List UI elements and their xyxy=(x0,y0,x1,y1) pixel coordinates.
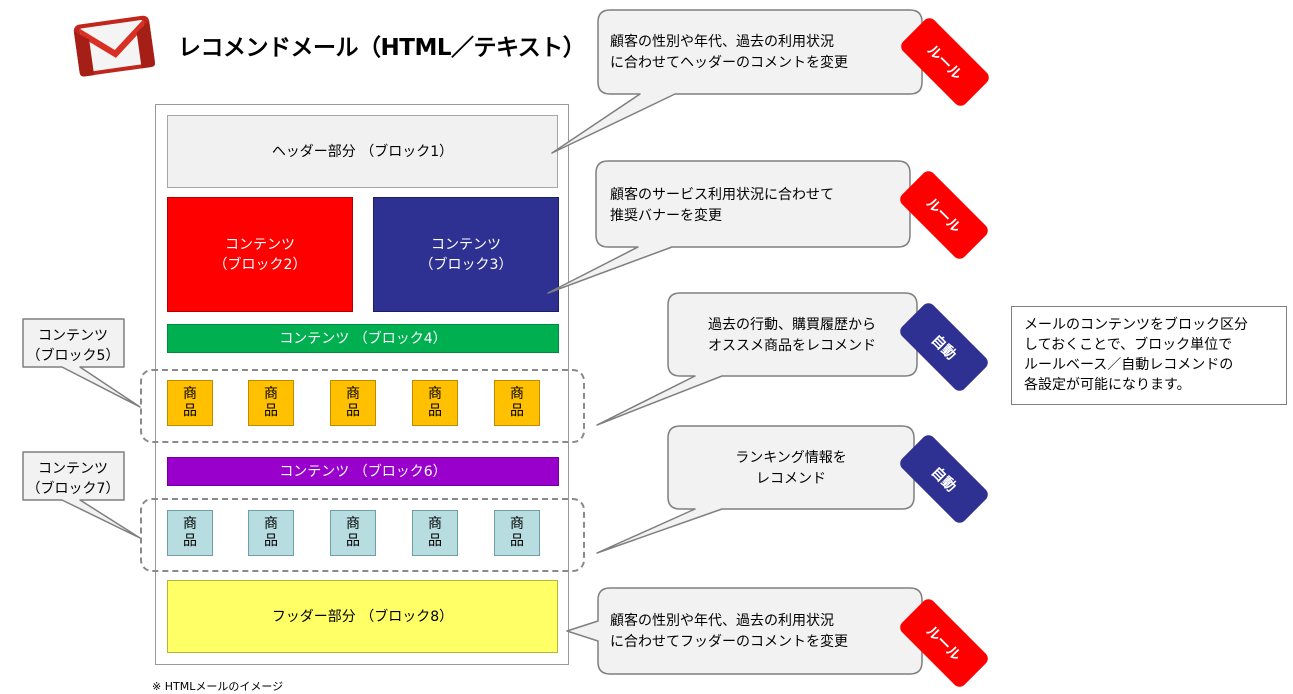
content-block-4: コンテンツ （ブロック4） xyxy=(167,324,559,353)
block5-group xyxy=(140,369,585,443)
product-item: 商品 xyxy=(412,510,458,556)
callout-block5 xyxy=(22,318,141,408)
speech-bubble-ranking xyxy=(596,425,915,554)
bubble-header-line2: に合わせてヘッダーのコメントを変更 xyxy=(610,54,848,71)
callout-block7-line2: （ブロック7） xyxy=(27,480,120,497)
product-item: 商品 xyxy=(330,510,376,556)
callout-block5-line1: コンテンツ xyxy=(38,328,108,344)
product-item: 商品 xyxy=(167,510,213,556)
block7-group xyxy=(140,498,585,572)
gmail-icon xyxy=(73,15,156,77)
bubble-ranking-line2: レコメンド xyxy=(756,471,826,487)
bubble-products-line1: 過去の行動、購買履歴から xyxy=(708,317,876,333)
block3-label-line1: コンテンツ xyxy=(430,236,501,253)
product-item: 商品 xyxy=(167,380,213,426)
product-item: 商品 xyxy=(248,510,294,556)
product-item: 商品 xyxy=(248,380,294,426)
auto-tag: 自動 xyxy=(900,303,988,391)
rule-tag: ルール xyxy=(900,599,988,687)
footnote: ※ HTMLメールのイメージ xyxy=(152,680,284,693)
page-title: レコメンドメール（HTML／テキスト） xyxy=(178,35,586,61)
bubble-banner-line2: 推奨バナーを変更 xyxy=(610,207,722,224)
note-box: メールのコンテンツをブロック区分 しておくことで、ブロック単位で ルールベース／… xyxy=(1011,306,1287,405)
callout-block7 xyxy=(22,451,141,539)
rule-tag: ルール xyxy=(901,18,989,106)
footer-block: フッダー部分 （ブロック8） xyxy=(167,580,558,653)
speech-bubble-banner xyxy=(547,160,911,294)
block2-label-line1: コンテンツ xyxy=(224,236,295,253)
bubble-footer-line1: 顧客の性別や年代、過去の利用状況 xyxy=(610,612,834,629)
block3-label-line2: （ブロック3） xyxy=(419,256,513,273)
bubble-banner-line1: 顧客のサービス利用状況に合わせて xyxy=(610,186,834,203)
speech-bubble-header xyxy=(551,9,923,154)
product-item: 商品 xyxy=(494,510,540,556)
header-block: ヘッダー部分 （ブロック1） xyxy=(167,115,558,188)
callout-block7-line1: コンテンツ xyxy=(38,461,108,477)
note-line1: メールのコンテンツをブロック区分 xyxy=(1024,317,1248,333)
speech-bubble-footer xyxy=(566,587,923,675)
rule-tag: ルール xyxy=(900,171,988,259)
block2-label-line2: （ブロック2） xyxy=(213,256,307,273)
note-line4: 各設定が可能になります。 xyxy=(1024,377,1191,393)
bubble-products-line2: オススメ商品をレコメンド xyxy=(708,338,876,354)
product-item: 商品 xyxy=(494,380,540,426)
callout-block5-line2: （ブロック5） xyxy=(27,347,120,364)
product-item: 商品 xyxy=(330,380,376,426)
bubble-footer-line2: に合わせてフッダーのコメントを変更 xyxy=(610,633,848,650)
note-line2: しておくことで、ブロック単位で xyxy=(1024,337,1233,353)
product-item: 商品 xyxy=(412,380,458,426)
block4-label: コンテンツ （ブロック4） xyxy=(279,330,447,347)
header-block-label: ヘッダー部分 （ブロック1） xyxy=(271,143,454,160)
footer-block-label: フッダー部分 （ブロック8） xyxy=(271,608,454,625)
content-block-6: コンテンツ （ブロック6） xyxy=(167,457,559,486)
content-block-2: コンテンツ （ブロック2） xyxy=(167,197,353,312)
auto-tag: 自動 xyxy=(900,435,988,523)
block6-label: コンテンツ （ブロック6） xyxy=(279,463,447,480)
bubble-ranking-line1: ランキング情報を xyxy=(735,450,847,466)
note-line3: ルールベース／自動レコメンドの xyxy=(1024,357,1234,373)
bubble-header-line1: 顧客の性別や年代、過去の利用状況 xyxy=(610,33,834,50)
speech-bubble-products xyxy=(596,292,918,426)
content-block-3: コンテンツ （ブロック3） xyxy=(373,197,559,312)
